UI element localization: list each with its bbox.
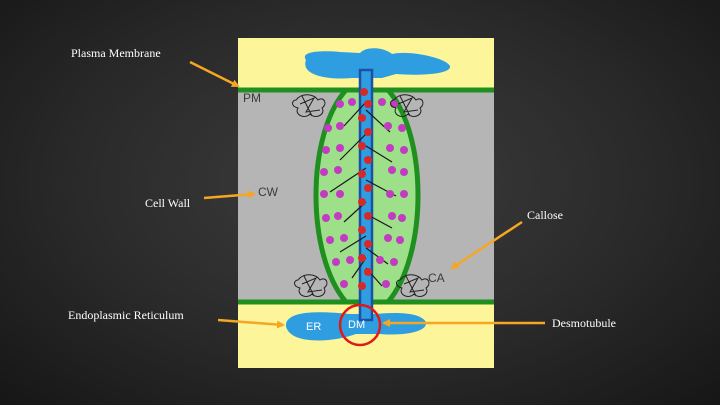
label-pm: PM [243,91,261,105]
label-cw: CW [258,185,279,199]
callout-endoplasmic-reticulum: Endoplasmic Reticulum [68,308,184,322]
callose-deposits [292,94,430,297]
callout-arrows [189,60,545,329]
arrow-callose [450,220,523,270]
er-top [304,48,451,79]
er-bottom [285,312,427,341]
callout-desmotubule: Desmotubule [552,316,616,330]
callout-cell-wall: Cell Wall [145,196,191,210]
arrow-plasma-membrane [189,60,240,88]
arrow-endoplasmic-reticulum [217,318,285,329]
callout-plasma-membrane: Plasma Membrane [71,46,161,60]
label-ca: CA [428,271,445,285]
desmotubule-proteins [358,88,372,290]
arrow-cell-wall [203,190,256,200]
label-dm: DM [348,319,365,331]
desmotubule-highlight-circle [338,303,382,347]
label-er: ER [306,321,321,333]
callout-callose: Callose [527,208,563,222]
